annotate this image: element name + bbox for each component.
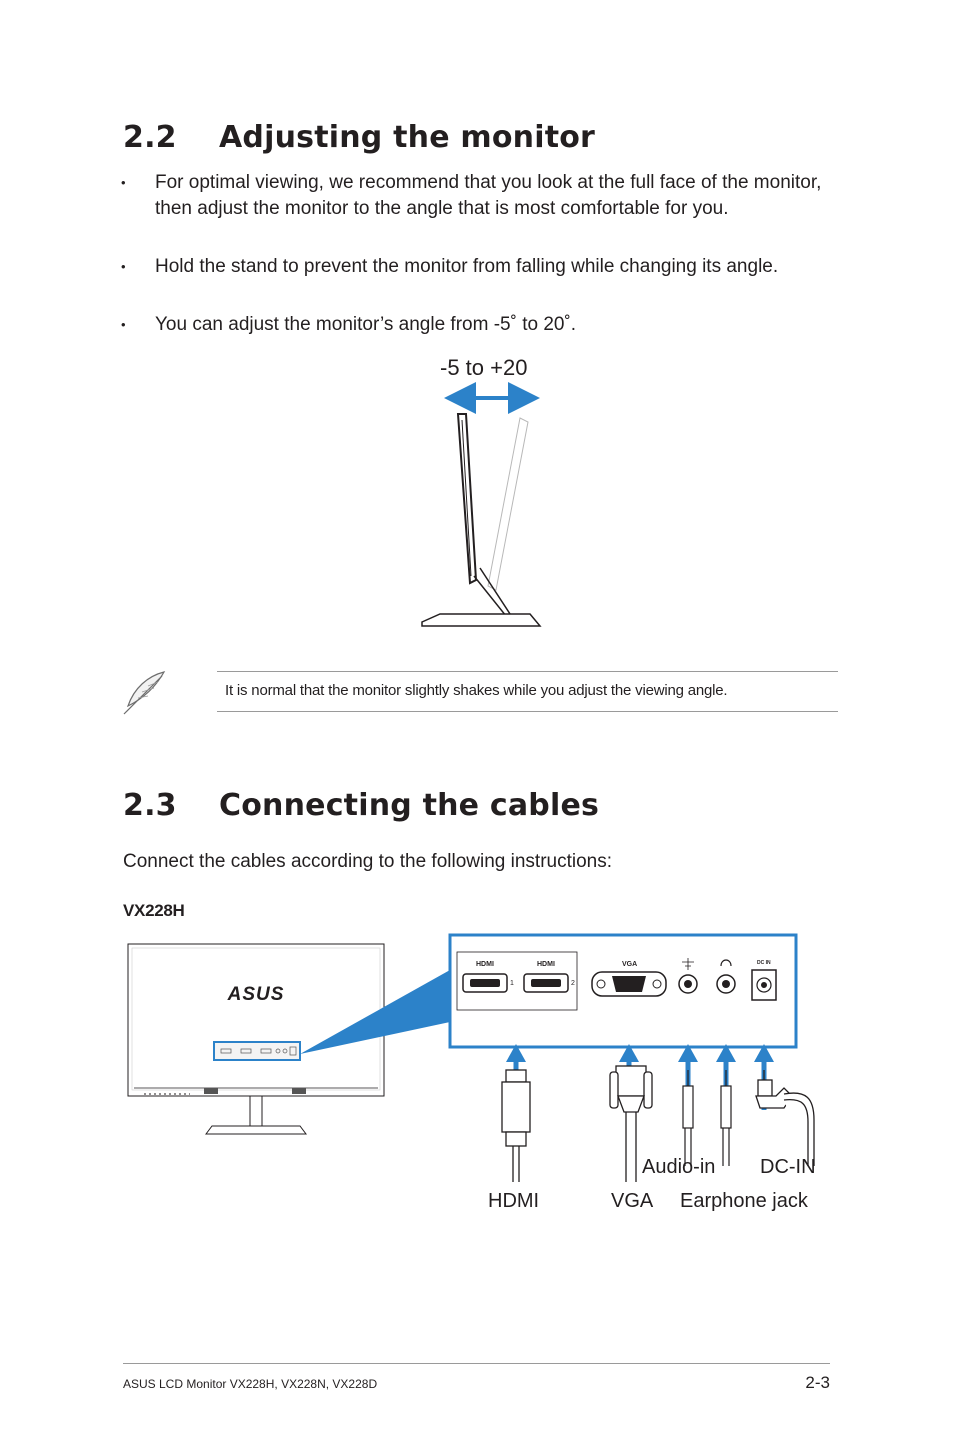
model-label: VX228H (123, 901, 185, 920)
dc-in-plug (755, 1070, 815, 1166)
cable-label-hdmi: HDMI (488, 1190, 539, 1212)
svg-text:HDMI: HDMI (537, 961, 555, 968)
monitor-back (127, 943, 385, 1097)
bullet-text: You can adjust the monitor’s angle from … (155, 314, 577, 335)
tilt-illustration (421, 382, 542, 627)
bullet-item: • For optimal viewing, we recommend that… (121, 170, 851, 250)
note-rule-bottom (217, 711, 838, 712)
cable-label-earphone: Earphone jack (680, 1190, 809, 1212)
svg-text:2: 2 (571, 980, 575, 987)
bullet-dot: • (121, 317, 126, 332)
bullet-text: For optimal viewing, we recommend that y… (155, 172, 822, 219)
bullet-dot: • (121, 259, 126, 274)
bullet-text: Hold the stand to prevent the monitor fr… (155, 256, 779, 277)
page-number: 2-3 (805, 1373, 830, 1392)
section-title: Adjusting the monitor (219, 120, 596, 155)
feather-icon (123, 671, 166, 715)
svg-text:DC IN: DC IN (757, 960, 771, 966)
cable-label-vga: VGA (611, 1190, 654, 1212)
audio-in-plug (682, 1070, 694, 1166)
svg-text:VGA: VGA (622, 961, 637, 968)
section-number: 2.2 (123, 120, 177, 155)
section-number: 2.3 (123, 788, 177, 823)
section-title: Connecting the cables (219, 788, 600, 823)
zoom-callout (300, 970, 450, 1054)
section-heading-cables: 2.3 Connecting the cables (123, 788, 823, 828)
svg-text:HDMI: HDMI (476, 961, 494, 968)
cable-diagram: ASUS HDMI HDMI 1 2 VGA DC IN (127, 933, 816, 1212)
bullet-dot: • (121, 175, 126, 190)
earphone-plug (720, 1070, 732, 1166)
cable-label-audio-in: Audio-in (642, 1156, 715, 1178)
svg-text:1: 1 (510, 980, 514, 987)
hdmi-plug (501, 1069, 531, 1182)
intro-text: Connect the cables according to the foll… (123, 851, 612, 872)
monitor-port-strip (213, 1041, 301, 1061)
note-text: It is normal that the monitor slightly s… (225, 682, 728, 699)
note-rule-top (217, 671, 838, 672)
angle-label: -5 to +20 (440, 355, 528, 380)
monitor-logo: ASUS (227, 984, 285, 1005)
bullet-item: • Hold the stand to prevent the monitor … (121, 254, 851, 308)
section-heading-adjusting: 2.2 Adjusting the monitor (123, 120, 823, 160)
bullet-item: • You can adjust the monitor’s angle fro… (121, 312, 851, 340)
footer-text: ASUS LCD Monitor VX228H, VX228N, VX228D (123, 1377, 378, 1391)
footer-rule (123, 1363, 830, 1364)
cable-label-dc-in: DC-IN (760, 1156, 816, 1178)
vga-plug (609, 1065, 653, 1182)
